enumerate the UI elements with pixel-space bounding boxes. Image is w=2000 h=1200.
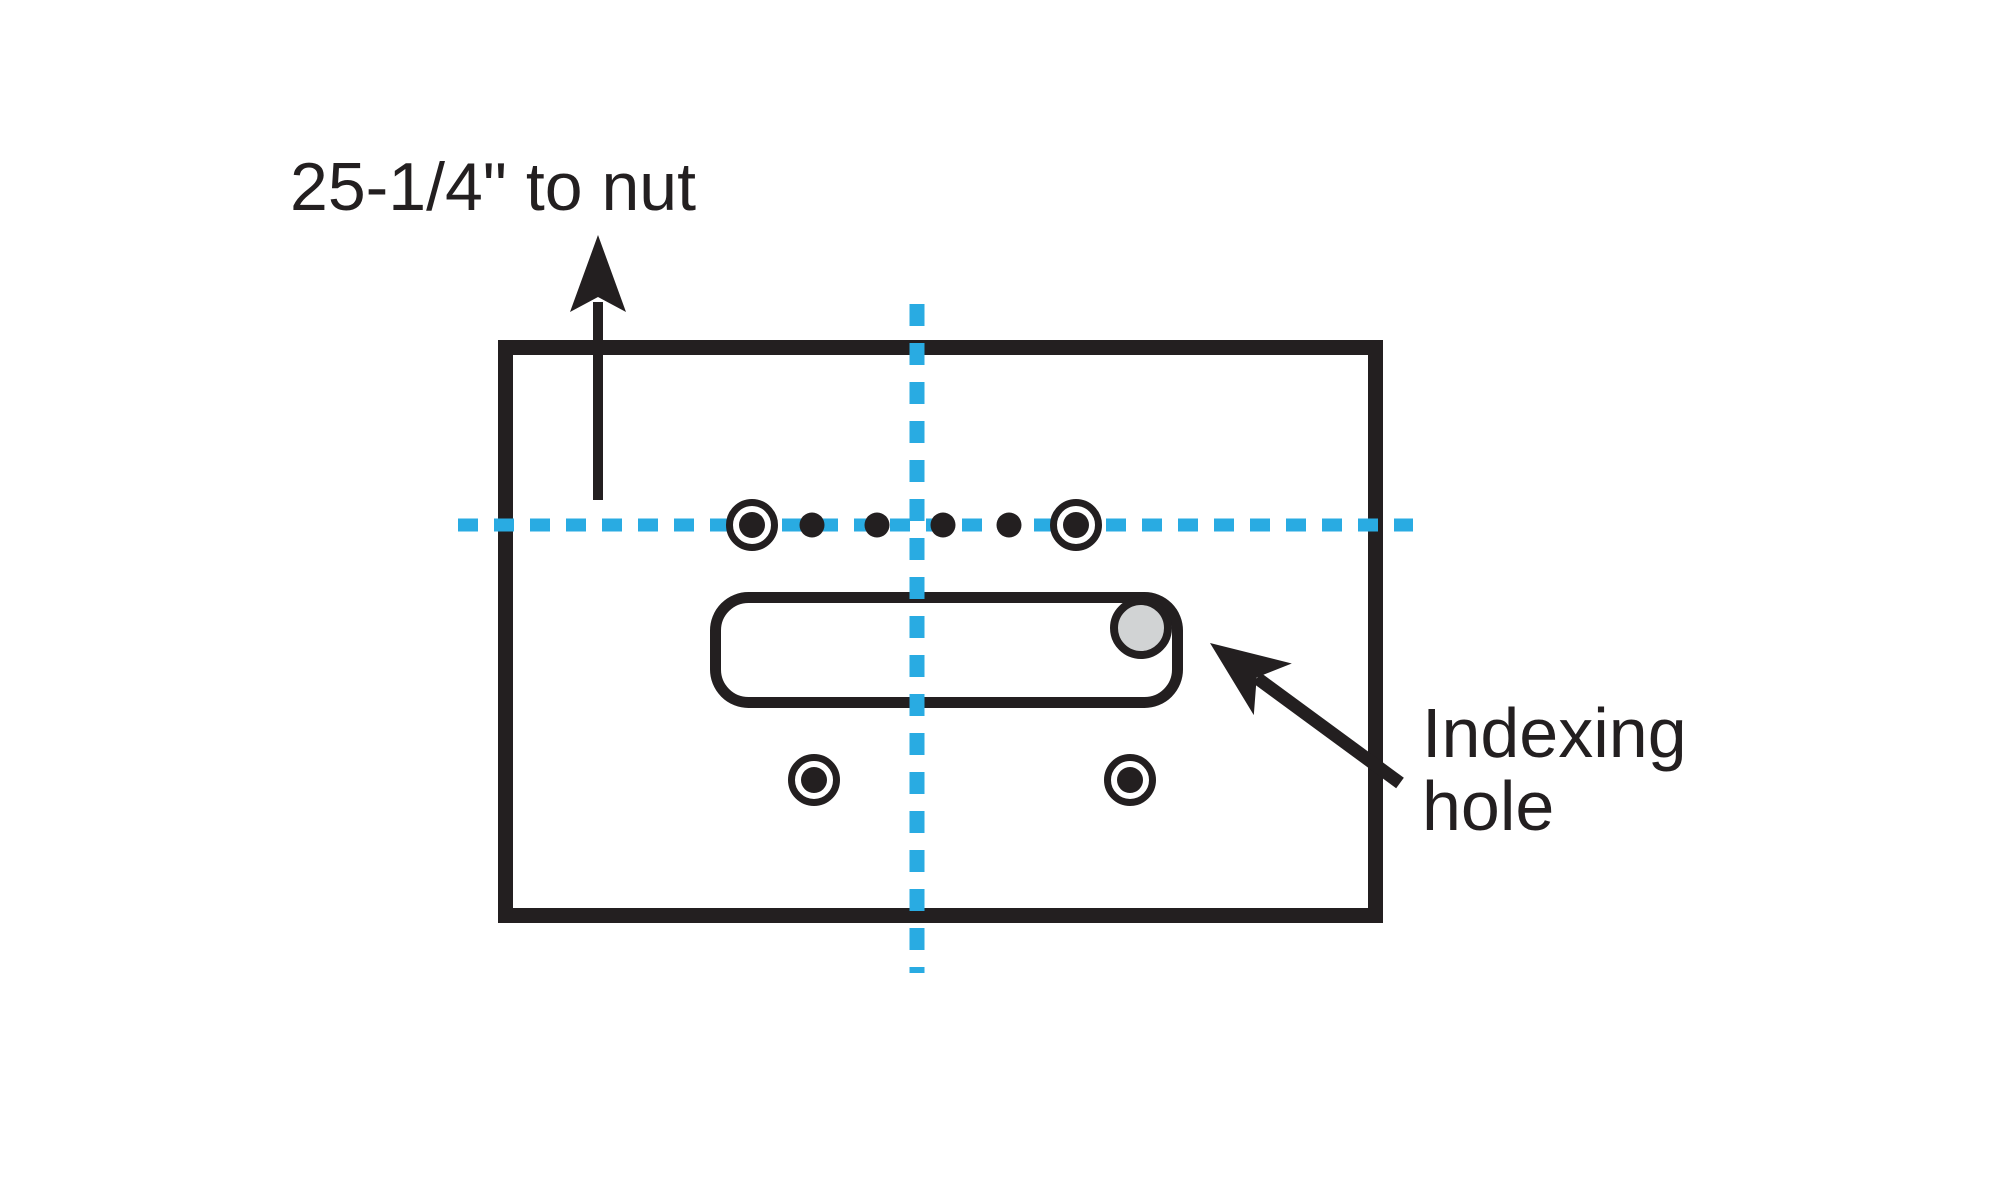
indexing-arrow xyxy=(1210,643,1404,789)
screw-hole-top-right xyxy=(1050,499,1102,551)
holes-layer xyxy=(726,499,1156,806)
screw-hole-center xyxy=(739,512,765,538)
indexing-hole xyxy=(1110,597,1172,659)
alignment-dot-4 xyxy=(996,512,1022,538)
screw-hole-center xyxy=(801,767,827,793)
screw-hole-bottom-right xyxy=(1104,754,1156,806)
alignment-dot-3 xyxy=(930,512,956,538)
alignment-dot-2 xyxy=(864,512,890,538)
indexing-label-line2: hole xyxy=(1422,767,1554,845)
plate-layer xyxy=(498,340,1383,923)
screw-hole-top-left xyxy=(726,499,778,551)
screw-hole-bottom-left xyxy=(788,754,840,806)
arrows-layer xyxy=(570,235,1404,789)
scale-arrowhead-icon xyxy=(570,235,626,312)
screw-hole-center xyxy=(1063,512,1089,538)
indexing-label-line1: Indexing xyxy=(1422,694,1687,772)
annotations-layer: 25-1/4" to nut Indexing hole xyxy=(290,149,1687,845)
screw-hole-center xyxy=(1117,767,1143,793)
bridge-slot xyxy=(710,592,1183,708)
indexing-arrowhead-icon xyxy=(1210,643,1292,716)
scale-label: 25-1/4" to nut xyxy=(290,149,696,225)
alignment-dot-1 xyxy=(799,512,825,538)
scale-arrow xyxy=(570,235,626,500)
template-plate-outline xyxy=(498,340,1383,923)
indexing-arrow-shaft xyxy=(1253,672,1404,789)
